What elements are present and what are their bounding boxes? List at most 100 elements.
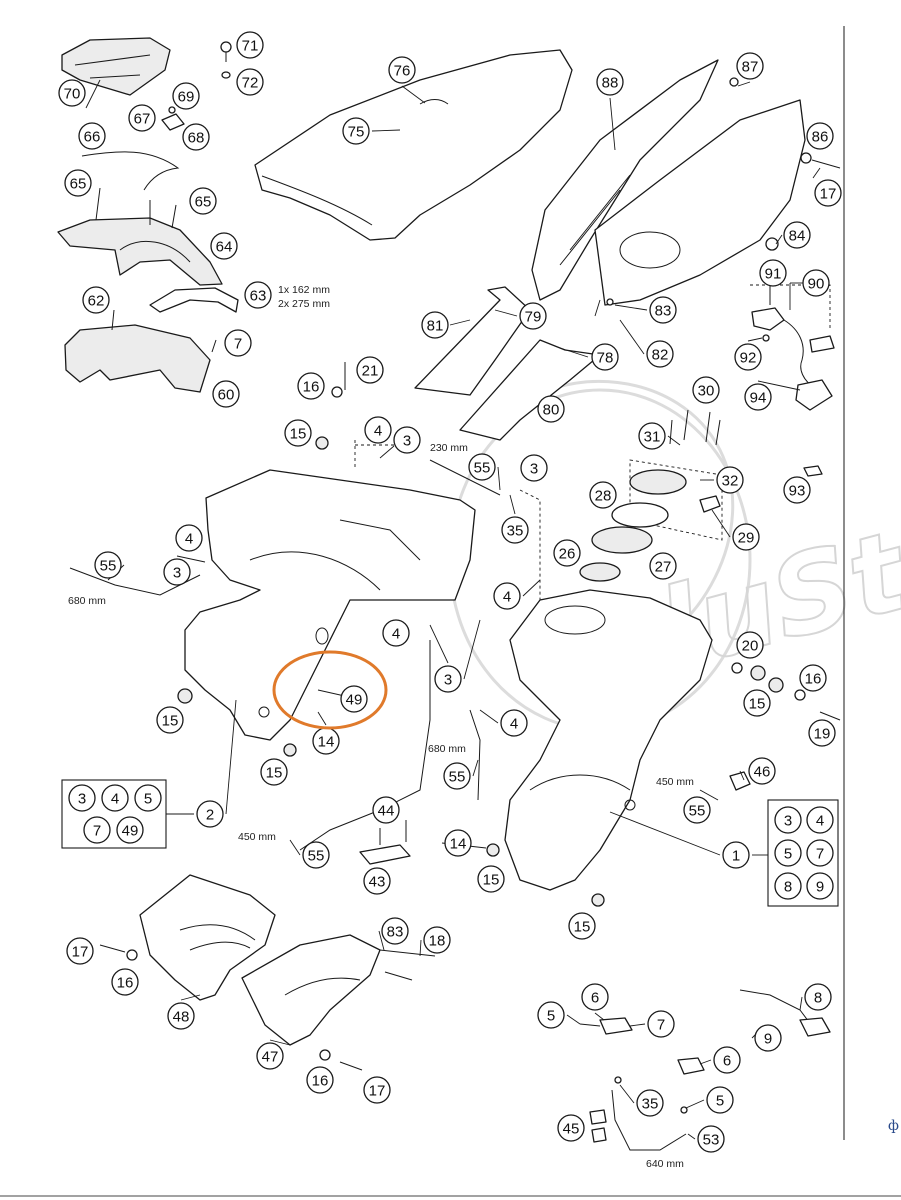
part-label-17: 17 (363, 1076, 391, 1104)
part-label-number: 65 (70, 176, 87, 193)
part-label-number: 21 (362, 363, 379, 380)
part-label-number: 2 (206, 807, 214, 824)
part-8-9-fuel-valve (739, 989, 831, 1037)
part-label-number: 44 (378, 803, 395, 820)
part-label-number: 29 (738, 530, 755, 547)
part-label-16: 16 (306, 1066, 334, 1094)
part-label-9: 9 (806, 872, 834, 900)
part-label-circle (692, 376, 720, 404)
part-label-number: 43 (369, 874, 386, 891)
part-label-circle (519, 302, 547, 330)
part-label-circle (175, 524, 203, 552)
part-label-7: 7 (83, 816, 111, 844)
part-label-number: 4 (816, 813, 824, 830)
part-label-62: 62 (82, 286, 110, 314)
part-label-circle (342, 117, 370, 145)
part-70-cover (61, 37, 171, 96)
part-label-circle (58, 79, 86, 107)
part-label-number: 88 (602, 75, 619, 92)
part-label-circle (638, 422, 666, 450)
part-label-88: 88 (596, 68, 624, 96)
part-label-65: 65 (64, 169, 92, 197)
part-label-number: 47 (262, 1049, 279, 1066)
part-label-63: 63 (244, 281, 272, 309)
part-label-circle (683, 796, 711, 824)
part-label-circle (477, 865, 505, 893)
part-label-92: 92 (734, 343, 762, 371)
part-label-number: 27 (655, 559, 672, 576)
part-label-78: 78 (591, 343, 619, 371)
part-label-number: 90 (808, 276, 825, 293)
part-label-number: 19 (814, 726, 831, 743)
part-60-62-bracket (64, 309, 217, 393)
part-5-6-7-fuel-tap (579, 1017, 633, 1035)
part-label-8: 8 (774, 872, 802, 900)
part-label-number: 15 (290, 426, 307, 443)
part-label-circle (802, 269, 830, 297)
part-28-gasket (611, 502, 669, 528)
part-label-19: 19 (808, 719, 836, 747)
part-label-number: 65 (195, 194, 212, 211)
part-label-circle (189, 187, 217, 215)
part-label-3: 3 (520, 454, 548, 482)
part-29-cap-assembly (629, 459, 723, 541)
part-label-number: 62 (88, 293, 105, 310)
part-label-circle (722, 841, 750, 869)
part-label-circle (284, 419, 312, 447)
part-label-circle (64, 169, 92, 197)
part-label-number: 66 (84, 129, 101, 146)
hose-53-640 (611, 1089, 687, 1151)
note-seat-strip-b: 2x 275 mm (278, 298, 330, 310)
part-label-circle (736, 631, 764, 659)
part-label-number: 1 (732, 848, 740, 865)
part-label-number: 93 (789, 483, 806, 500)
part-label-26: 26 (553, 539, 581, 567)
part-label-48: 48 (167, 1002, 195, 1030)
part-label-55: 55 (468, 453, 496, 481)
part-46-clamp (729, 771, 751, 791)
part-label-15: 15 (284, 419, 312, 447)
note-hose-450-right: 450 mm (656, 776, 694, 788)
part-15-grommet-mid (283, 743, 297, 757)
part-label-number: 55 (100, 558, 117, 575)
part-label-number: 5 (784, 846, 792, 863)
part-label-35: 35 (636, 1089, 664, 1117)
part-label-number: 75 (348, 124, 365, 141)
part-label-67: 67 (128, 104, 156, 132)
part-label-circle (589, 481, 617, 509)
part-label-number: 7 (657, 1017, 665, 1034)
part-label-55: 55 (302, 841, 330, 869)
part-label-number: 35 (507, 523, 524, 540)
part-label-number: 31 (644, 429, 661, 446)
highlight-ring-part-49 (272, 650, 388, 730)
part-label-68: 68 (182, 123, 210, 151)
part-label-15: 15 (260, 758, 288, 786)
part-label-number: 70 (64, 86, 81, 103)
part-label-number: 7 (93, 823, 101, 840)
part-label-number: 20 (742, 638, 759, 655)
note-hose-680-mid: 680 mm (428, 743, 466, 755)
part-label-30: 30 (692, 376, 720, 404)
part-label-4: 4 (806, 806, 834, 834)
note-hose-230: 230 mm (430, 442, 468, 454)
part-label-circle (302, 841, 330, 869)
part-label-number: 5 (716, 1093, 724, 1110)
hose-55-center (469, 709, 481, 801)
part-86-17-bolt (800, 152, 841, 169)
part-75-seat (254, 49, 573, 241)
part-label-number: 60 (218, 387, 235, 404)
part-label-circle (804, 983, 832, 1011)
part-label-72: 72 (236, 68, 264, 96)
part-label-90: 90 (802, 269, 830, 297)
part-label-60: 60 (212, 380, 240, 408)
part-label-32: 32 (716, 466, 744, 494)
part-label-number: 55 (474, 460, 491, 477)
part-label-circle (363, 1076, 391, 1104)
part-label-18: 18 (423, 926, 451, 954)
part-label-14: 14 (312, 727, 340, 755)
part-label-number: 81 (427, 318, 444, 335)
part-label-circle (94, 551, 122, 579)
part-label-14: 14 (444, 829, 472, 857)
part-label-number: 3 (173, 565, 181, 582)
part-label-circle (111, 968, 139, 996)
